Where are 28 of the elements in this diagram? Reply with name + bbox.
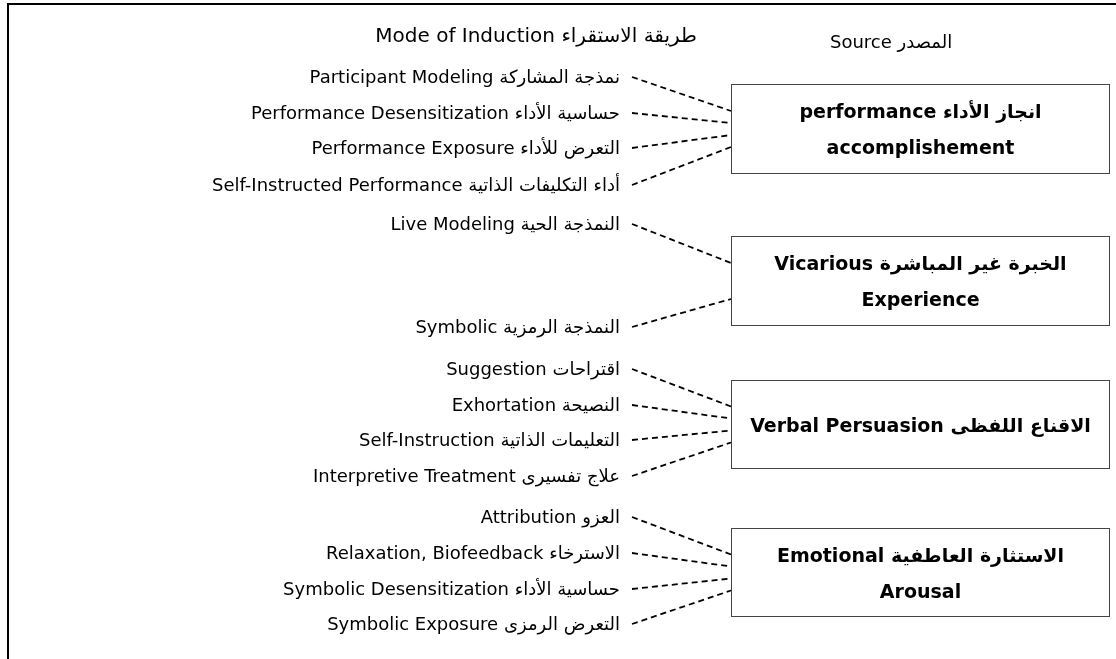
source-box: الاقناع اللفظى Verbal Persuasion [731,380,1110,469]
induction-mode-text: التعليمات الذاتية Self-Instruction [355,425,632,455]
dashed-connector [631,516,732,556]
dashed-connector [631,589,732,625]
induction-mode-text: اقتراحات Suggestion [442,354,632,384]
induction-mode-text: النمذجة الحية Live Modeling [386,209,632,239]
induction-mode-text: حساسية الأداء Performance Desensitization [247,98,632,128]
induction-mode-text: التعرض للأداء Performance Exposure [307,133,632,163]
source-box: انجاز الأداء performance accomplishement [731,84,1110,174]
induction-mode-text: علاج تفسيرى Interpretive Treatment [308,461,632,491]
dashed-connector [631,146,732,186]
source-box: الاستثارة العاطفية Emotional Arousal [731,528,1110,617]
dashed-connector [631,441,732,477]
induction-mode-text: حساسية الأداء Symbolic Desensitization [279,574,632,604]
dashed-connector [631,223,732,264]
induction-mode-text: نمذجة المشاركة Participant Modeling [305,62,632,92]
induction-mode-text: النصيحة Exhortation [447,390,632,420]
source-box: الخبرة غير المباشرة Vicarious Experience [731,236,1110,326]
induction-mode-text: العزو Attribution [476,502,632,532]
induction-mode-text: النمذجة الرمزية Symbolic [411,312,632,342]
column-heading: المصدر Source [830,30,953,54]
induction-mode-text: أداء التكليفات الذاتية Self-Instructed Performance [207,170,632,200]
induction-mode-text: الاسترخاء Relaxation, Biofeedback [322,538,632,568]
dashed-connector [631,298,732,328]
induction-mode-text: التعرض الرمزى Symbolic Exposure [323,609,632,639]
column-heading: طريقة الاستقراء Mode of Induction [375,22,697,49]
dashed-connector [631,368,732,408]
dashed-connector [631,76,732,112]
